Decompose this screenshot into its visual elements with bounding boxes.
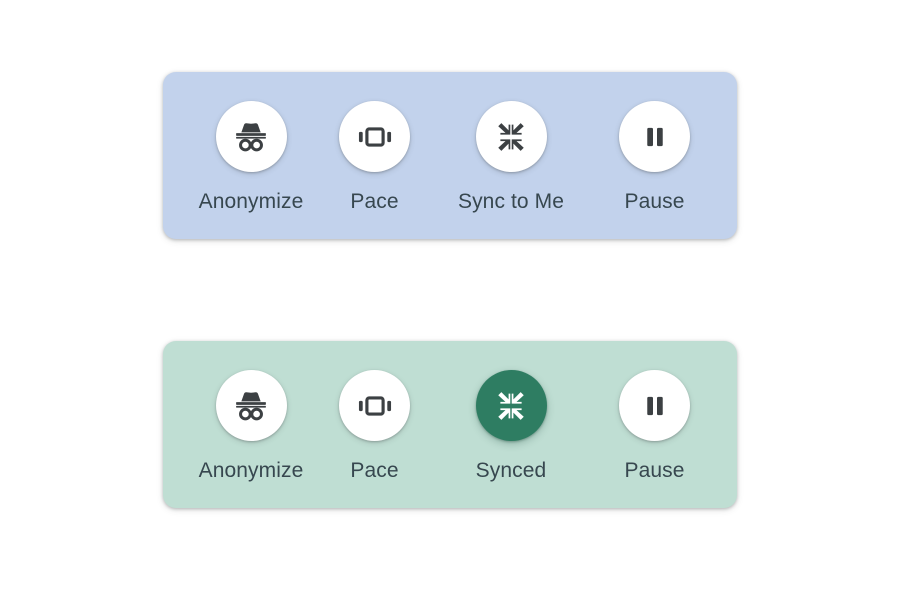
action-button-pause[interactable]: Pause xyxy=(592,341,717,508)
pace-fab[interactable] xyxy=(339,101,410,172)
action-button-synced[interactable]: Synced xyxy=(430,341,592,508)
pace-fab[interactable] xyxy=(339,370,410,441)
incognito-icon xyxy=(232,118,270,156)
anonymize-fab[interactable] xyxy=(215,101,287,172)
action-label: Sync to Me xyxy=(457,190,565,213)
synced-fab[interactable] xyxy=(475,370,547,441)
vibration-icon xyxy=(357,388,393,424)
action-panel-unsynced: Anonymize Pace xyxy=(163,72,737,239)
action-label: Anonymize xyxy=(198,459,304,482)
action-label: Pause xyxy=(624,190,685,213)
action-row: Anonymize Pace xyxy=(163,72,737,239)
pause-icon xyxy=(639,121,671,153)
action-panel-synced: Anonymize Pace xyxy=(163,341,737,508)
action-button-anonymize[interactable]: Anonymize xyxy=(183,341,319,508)
action-button-anonymize[interactable]: Anonymize xyxy=(183,72,319,239)
pause-fab[interactable] xyxy=(619,101,690,172)
vibration-icon xyxy=(357,119,393,155)
pause-icon xyxy=(639,390,671,422)
pause-fab[interactable] xyxy=(619,370,690,441)
action-label: Anonymize xyxy=(198,190,304,213)
action-button-sync-to-me[interactable]: Sync to Me xyxy=(430,72,592,239)
action-label: Pause xyxy=(624,459,685,482)
sync-to-me-fab[interactable] xyxy=(475,101,547,172)
compress-arrows-icon xyxy=(494,120,528,154)
action-label: Synced xyxy=(475,459,547,482)
action-label: Pace xyxy=(350,190,399,213)
anonymize-fab[interactable] xyxy=(215,370,287,441)
incognito-icon xyxy=(232,387,270,425)
action-button-pause[interactable]: Pause xyxy=(592,72,717,239)
action-label: Pace xyxy=(350,459,399,482)
action-button-pace[interactable]: Pace xyxy=(319,341,430,508)
action-row: Anonymize Pace xyxy=(163,341,737,508)
compress-arrows-icon xyxy=(494,389,528,423)
action-button-pace[interactable]: Pace xyxy=(319,72,430,239)
